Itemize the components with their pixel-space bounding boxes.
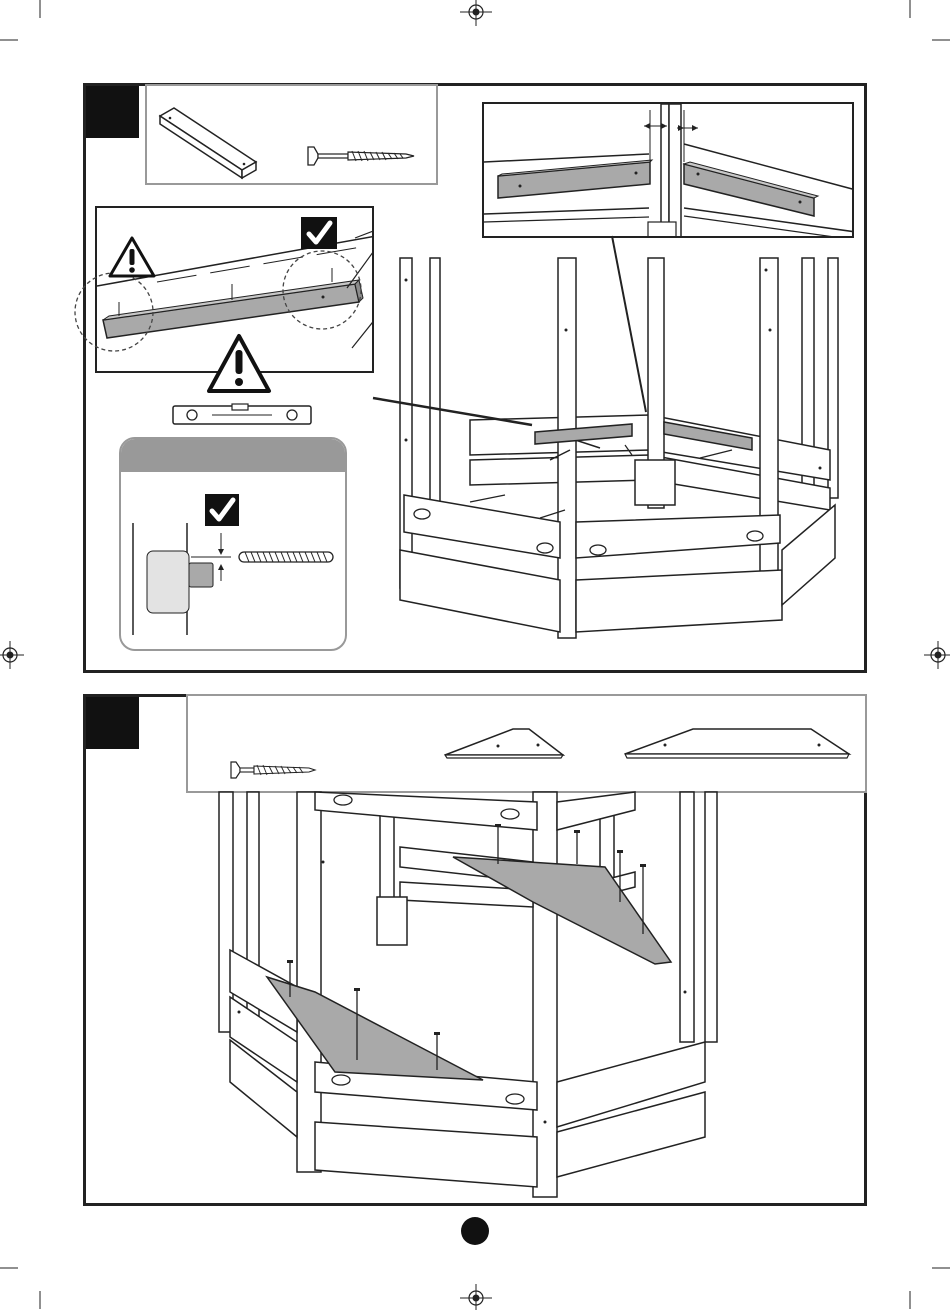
small-triangular-panel-icon bbox=[443, 726, 565, 760]
leader-lines bbox=[0, 0, 950, 700]
step-2-assembly-drawing bbox=[215, 792, 725, 1200]
step-2-number-tab bbox=[86, 697, 139, 749]
wood-screw-long-icon bbox=[231, 761, 317, 779]
page-number-badge bbox=[461, 1217, 489, 1245]
large-trapezoid-panel-icon bbox=[623, 726, 851, 760]
